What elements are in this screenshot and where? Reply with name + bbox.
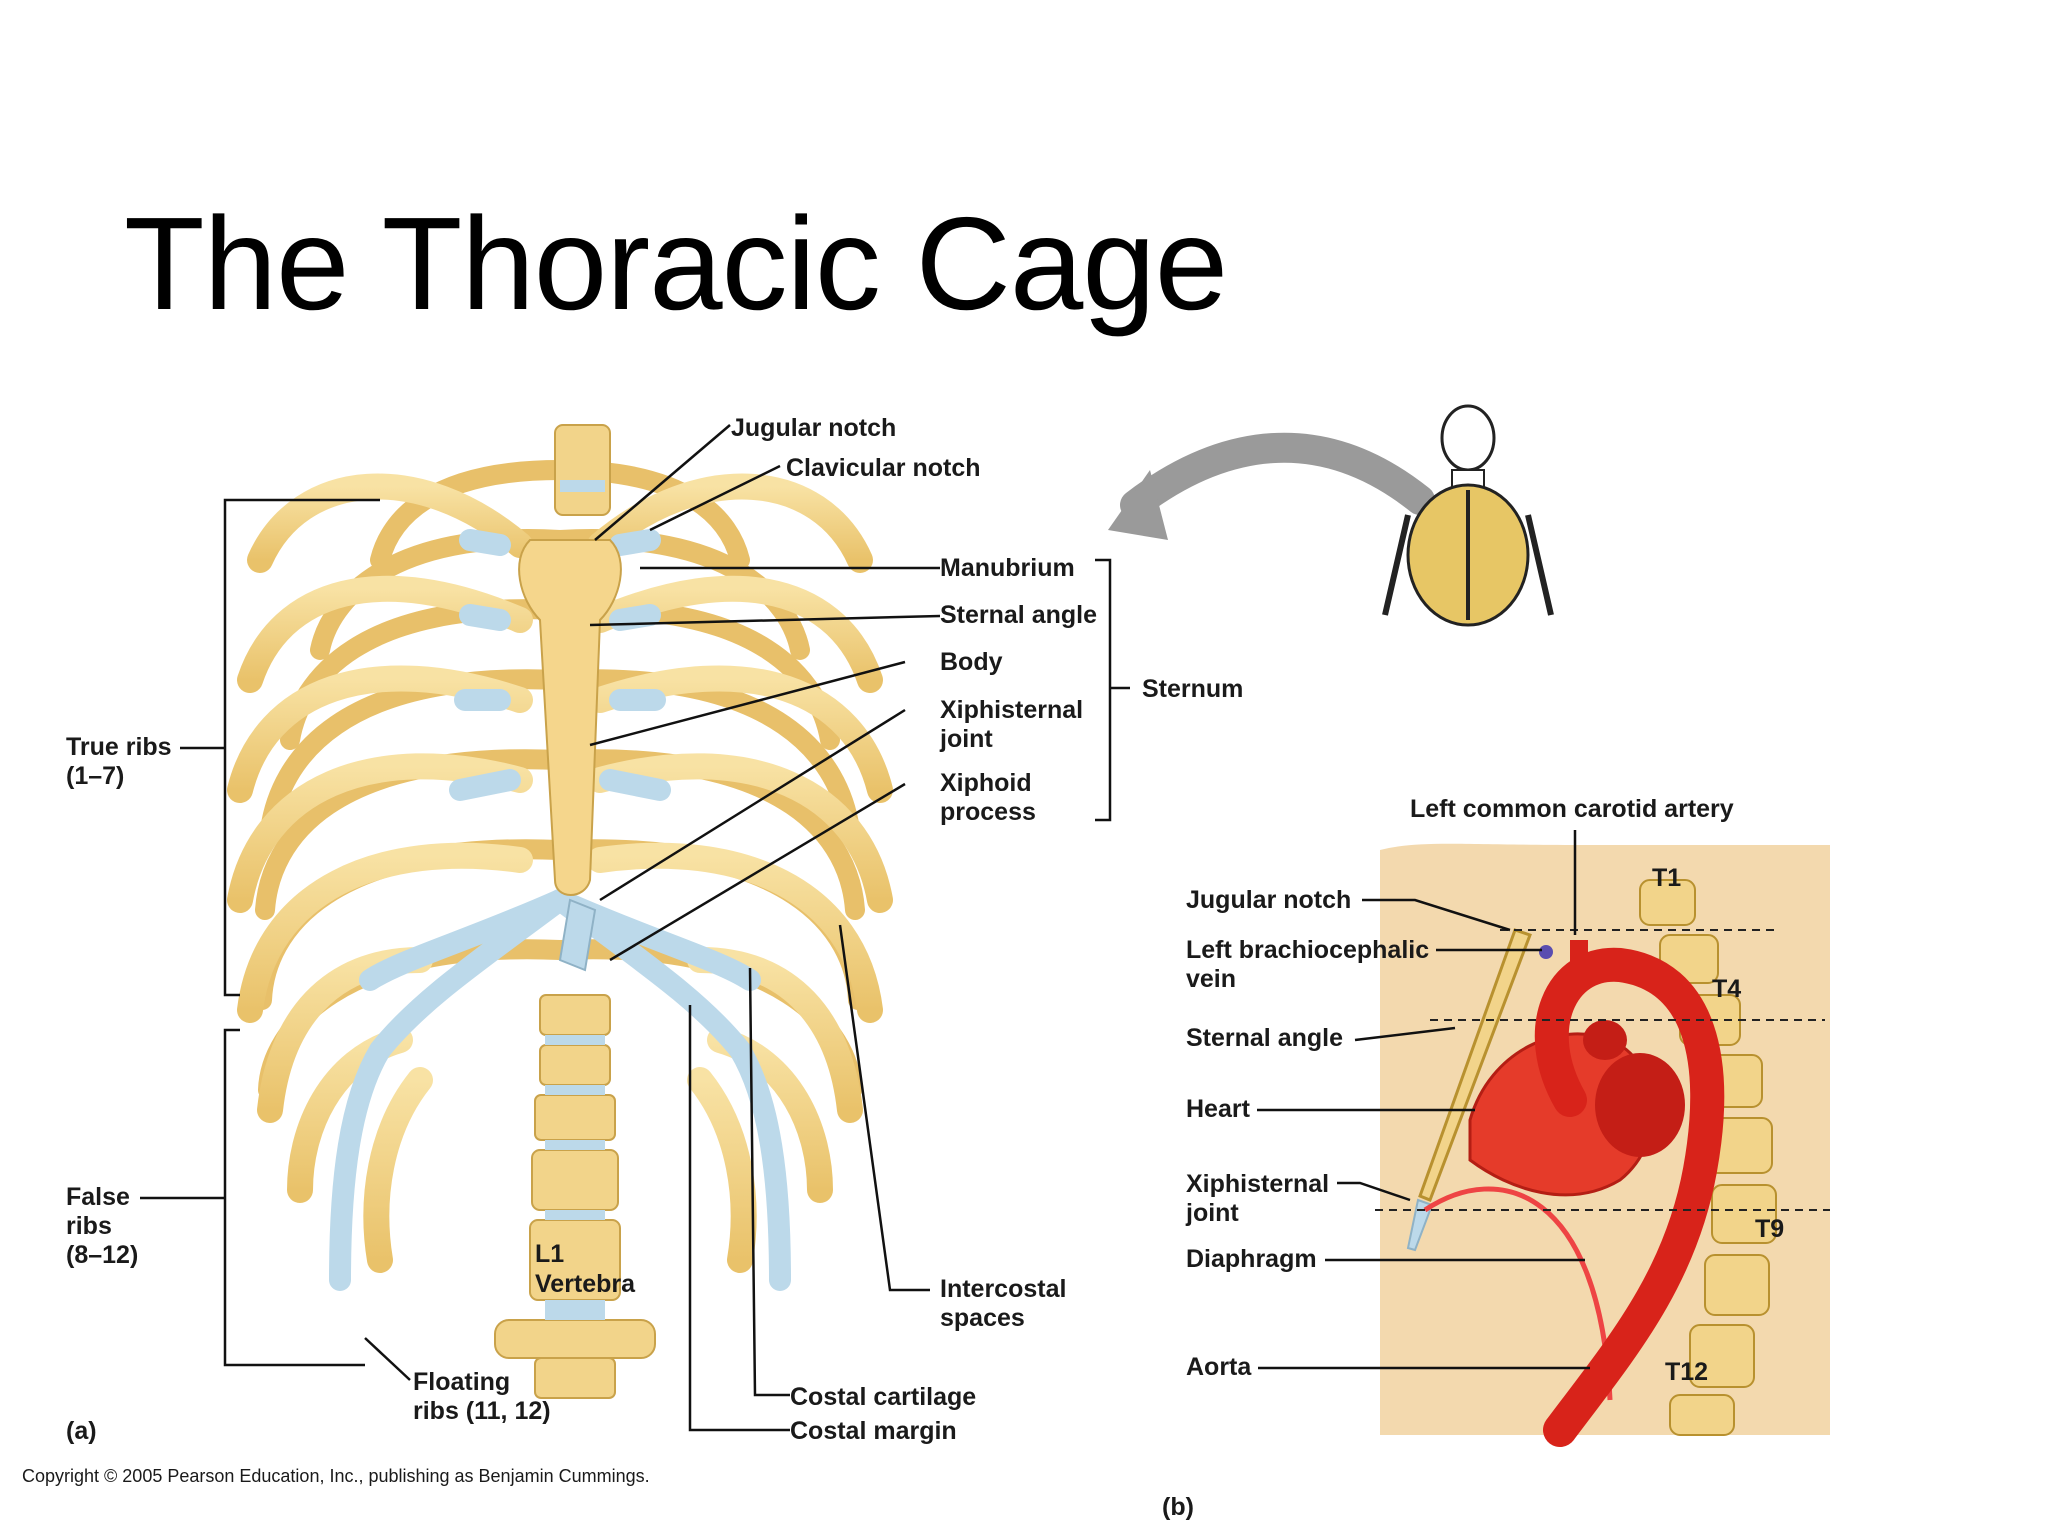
panel-a-letter: (a) <box>66 1417 97 1445</box>
panel-a-leader-lines <box>140 424 1130 1432</box>
label-xiphoid-process: Xiphoid process <box>940 769 1036 826</box>
label-intercostal-spaces: Intercostal spaces <box>940 1275 1067 1332</box>
label-t1: T1 <box>1652 864 1682 892</box>
label-jugular-notch-b: Jugular notch <box>1186 886 1352 914</box>
label-left-brachiocephalic-vein: Left brachiocephalic vein <box>1186 936 1430 993</box>
label-xiphisternal-joint-b: Xiphisternal joint <box>1186 1170 1330 1227</box>
panel-b-letter: (b) <box>1162 1493 1194 1521</box>
label-costal-cartilage: Costal cartilage <box>790 1383 977 1411</box>
label-sternal-angle-b: Sternal angle <box>1186 1024 1343 1052</box>
sagittal-section-illustration <box>1375 843 1830 1447</box>
label-t9: T9 <box>1755 1215 1785 1243</box>
label-jugular-notch-a: Jugular notch <box>731 414 897 442</box>
label-sternal-angle-a: Sternal angle <box>940 601 1097 629</box>
label-costal-margin: Costal margin <box>790 1417 957 1445</box>
label-true-ribs: True ribs (1–7) <box>66 733 172 790</box>
label-aorta: Aorta <box>1186 1353 1252 1381</box>
label-body: Body <box>940 648 1003 676</box>
label-manubrium: Manubrium <box>940 554 1075 582</box>
slide-title: The Thoracic Cage <box>124 190 1228 337</box>
label-heart: Heart <box>1186 1095 1250 1123</box>
copyright-text: Copyright © 2005 Pearson Education, Inc.… <box>22 1466 650 1486</box>
label-floating-ribs: Floating ribs (11, 12) <box>413 1368 551 1425</box>
label-vertebra: Vertebra <box>535 1270 636 1298</box>
orientation-skeleton-icon <box>1108 404 1554 627</box>
label-clavicular-notch: Clavicular notch <box>786 454 981 482</box>
label-t4: T4 <box>1712 975 1742 1003</box>
label-left-common-carotid: Left common carotid artery <box>1410 795 1734 823</box>
label-diaphragm: Diaphragm <box>1186 1245 1317 1273</box>
label-false-ribs: False ribs (8–12) <box>66 1183 139 1269</box>
label-l1: L1 <box>535 1240 565 1268</box>
label-sternum: Sternum <box>1142 675 1244 703</box>
panel-b-leader-lines <box>1257 830 1590 1370</box>
label-t12: T12 <box>1665 1358 1709 1386</box>
label-xiphisternal-joint-a: Xiphisternal joint <box>940 696 1084 753</box>
